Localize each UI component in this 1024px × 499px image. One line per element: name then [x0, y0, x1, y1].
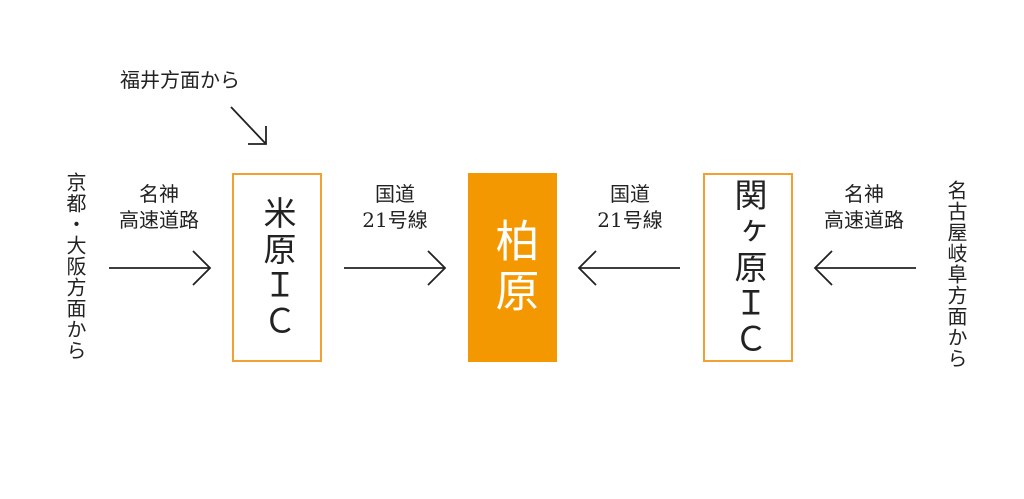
label-meishin-right-line1: 名神 [844, 182, 884, 206]
arrow-maibara-to-kashiwabara [344, 250, 447, 286]
kashiwabara-destination-box: 柏原 [468, 173, 557, 362]
kashiwabara-label: 柏原 [487, 217, 539, 318]
label-meishin-right-line2: 高速道路 [824, 208, 904, 232]
arrow-nagoya-to-sekigahara [813, 250, 916, 286]
label-route21-right: 国道 21号線 [580, 181, 680, 233]
sekigahara-ic-box: 関ヶ原ＩＣ [703, 173, 793, 362]
label-route21-left: 国道 21号線 [345, 181, 445, 233]
sekigahara-ic-label: 関ヶ原ＩＣ [729, 177, 768, 358]
maibara-ic-label: 米原ＩＣ [258, 195, 297, 340]
label-route21-right-line2: 21号線 [597, 208, 663, 232]
fukui-diagonal-arrow [230, 106, 267, 145]
label-from-fukui: 福井方面から [120, 68, 240, 92]
label-route21-left-line2: 21号線 [362, 208, 428, 232]
label-meishin-left-line2: 高速道路 [119, 208, 199, 232]
label-route21-left-line1: 国道 [375, 182, 415, 206]
label-route21-right-line1: 国道 [610, 182, 650, 206]
label-meishin-left-line1: 名神 [139, 182, 179, 206]
label-meishin-left: 名神 高速道路 [104, 181, 214, 233]
label-from-nagoya-gifu: 名古屋岐阜方面から [944, 180, 968, 369]
arrow-kyoto-to-maibara [109, 250, 212, 286]
arrow-sekigahara-to-kashiwabara [577, 250, 680, 286]
label-from-kyoto-osaka: 京都・大阪方面から [63, 172, 87, 361]
label-meishin-right: 名神 高速道路 [809, 181, 919, 233]
maibara-ic-box: 米原ＩＣ [232, 173, 322, 362]
